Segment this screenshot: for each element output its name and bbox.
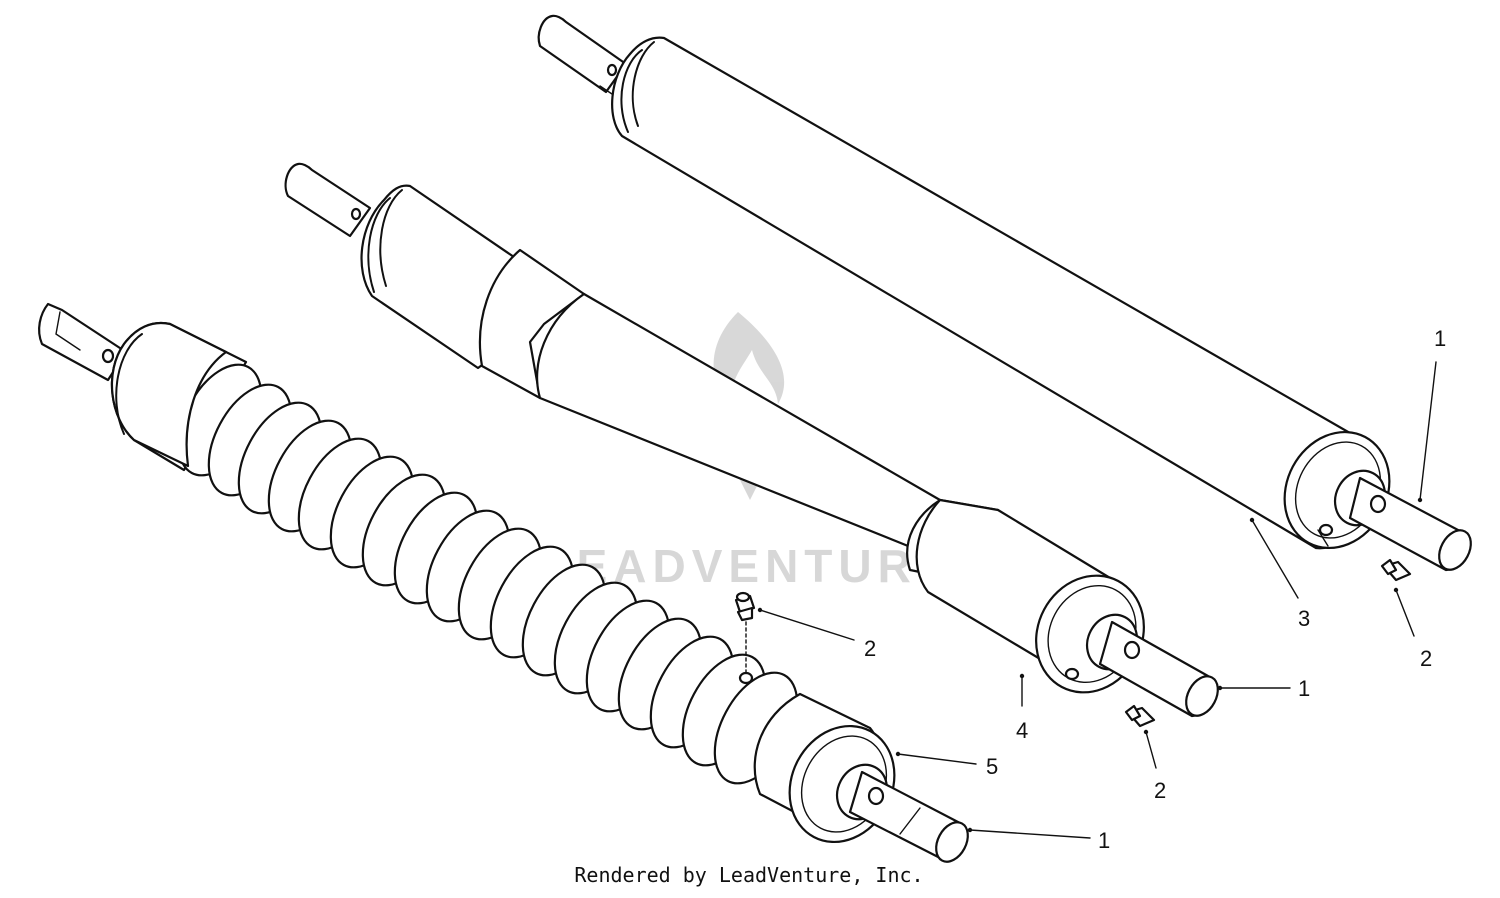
roller-5-ribbed [38, 302, 969, 863]
callout-3: 3 [1298, 606, 1310, 631]
callout-1-bottom: 1 [1098, 828, 1110, 853]
grease-fitting-right [1380, 558, 1412, 582]
callout-2-left: 2 [864, 636, 876, 661]
grease-fitting-left [734, 591, 756, 622]
roller-ribs [177, 363, 799, 785]
credit-text: Rendered by LeadVenture, Inc. [574, 863, 923, 887]
roller-4-stepped [284, 162, 1219, 718]
callout-1-top-right: 1 [1434, 326, 1446, 351]
callout-5: 5 [986, 754, 998, 779]
callout-1-mid: 1 [1298, 676, 1310, 701]
roller-3-smooth [537, 14, 1472, 572]
callout-2-top-right: 2 [1420, 646, 1432, 671]
callouts: 1 2 3 2 1 4 2 5 1 [864, 326, 1446, 853]
grease-fitting-mid [1124, 704, 1156, 728]
leader-lines [757, 361, 1437, 839]
callout-2-mid: 2 [1154, 778, 1166, 803]
callout-4: 4 [1016, 718, 1028, 743]
